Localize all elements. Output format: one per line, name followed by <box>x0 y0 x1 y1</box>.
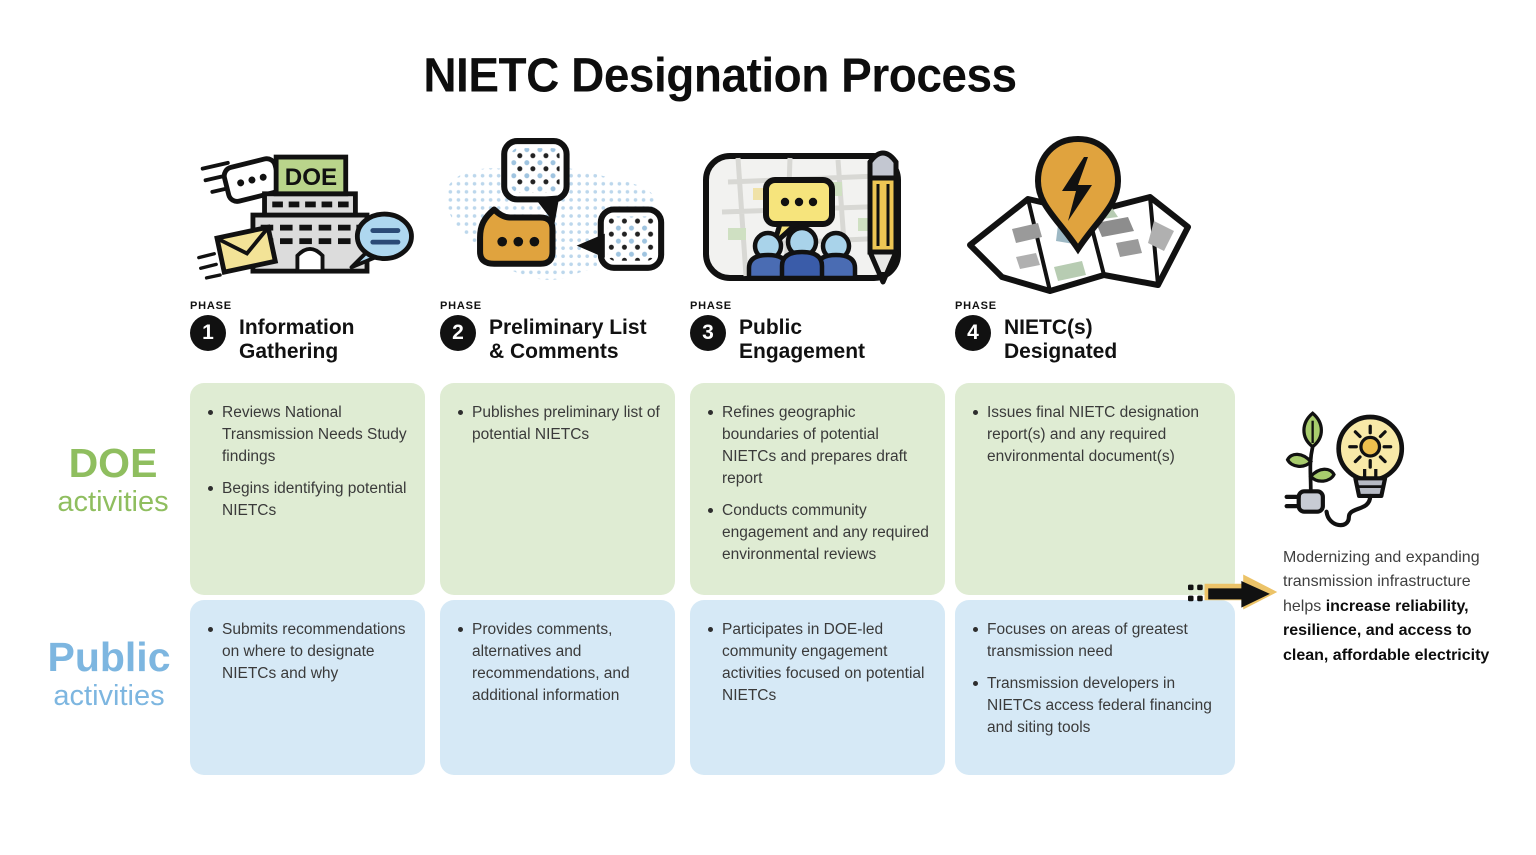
public-label-bold: Public <box>47 634 171 680</box>
doe-bullets-phase-4: Issues final NIETC designation report(s)… <box>955 383 1235 468</box>
bullet-item: Provides comments, alternatives and reco… <box>456 619 663 707</box>
doe-bullets-phase-3: Refines geographic boundaries of potenti… <box>690 383 945 566</box>
map-pin-lightning-icon <box>958 133 1198 298</box>
phase-1-header: PHASE 1 Information Gathering <box>190 300 425 364</box>
clean-electricity-icon <box>1282 400 1412 538</box>
phase-label: PHASE <box>190 300 232 312</box>
phase-2-header: PHASE 2 Preliminary List & Comments <box>440 300 675 364</box>
outcome-text-regular: Modernizing and expanding transmission i… <box>1283 549 1480 615</box>
bullet-item: Submits recommendations on where to desi… <box>206 619 413 685</box>
outcome-text: Modernizing and expanding transmission i… <box>1283 546 1497 668</box>
bullet-item: Publishes preliminary list of potential … <box>456 402 663 446</box>
doe-box-phase-4: Issues final NIETC designation report(s)… <box>955 383 1235 595</box>
phase-4-number-badge: 4 <box>955 315 991 351</box>
doe-label-regular: activities <box>57 486 169 518</box>
phase-label: PHASE <box>955 300 997 312</box>
bullet-item: Transmission developers in NIETCs access… <box>971 673 1223 739</box>
phase-4-header: PHASE 4 NIETC(s) Designated <box>955 300 1235 364</box>
community-map-icon <box>697 142 919 292</box>
phase-2-title: Preliminary List & Comments <box>489 316 647 364</box>
public-box-phase-4: Focuses on areas of greatest transmissio… <box>955 600 1235 775</box>
phase-2-number-badge: 2 <box>440 315 476 351</box>
doe-box-phase-2: Publishes preliminary list of potential … <box>440 383 675 595</box>
bullet-item: Begins identifying potential NIETCs <box>206 478 413 522</box>
bullet-item: Reviews National Transmission Needs Stud… <box>206 402 413 468</box>
doe-box-phase-1: Reviews National Transmission Needs Stud… <box>190 383 425 595</box>
public-box-phase-3: Participates in DOE-led community engage… <box>690 600 945 775</box>
bullet-item: Issues final NIETC designation report(s)… <box>971 402 1223 468</box>
phase-3-header: PHASE 3 Public Engagement <box>690 300 945 364</box>
svg-text:DOE: DOE <box>285 164 337 191</box>
bullet-item: Conducts community engagement and any re… <box>706 500 933 566</box>
public-bullets-phase-1: Submits recommendations on where to desi… <box>190 600 425 685</box>
bullet-item: Participates in DOE-led community engage… <box>706 619 933 707</box>
phase-3-number-badge: 3 <box>690 315 726 351</box>
public-bullets-phase-2: Provides comments, alternatives and reco… <box>440 600 675 707</box>
right-arrow-icon <box>1188 570 1280 614</box>
us-map-comments-icon <box>430 133 675 299</box>
phase-label: PHASE <box>440 300 482 312</box>
phase-1-title: Information Gathering <box>239 316 355 364</box>
doe-building-icon: DOE <box>193 138 425 296</box>
doe-bullets-phase-2: Publishes preliminary list of potential … <box>440 383 675 446</box>
public-box-phase-1: Submits recommendations on where to desi… <box>190 600 425 775</box>
doe-activities-label: DOE activities <box>38 443 188 517</box>
doe-bullets-phase-1: Reviews National Transmission Needs Stud… <box>190 383 425 522</box>
public-label-regular: activities <box>53 680 165 712</box>
page-title: NIETC Designation Process <box>423 47 1017 103</box>
public-bullets-phase-3: Participates in DOE-led community engage… <box>690 600 945 707</box>
doe-label-bold: DOE <box>68 440 158 486</box>
public-activities-label: Public activities <box>30 637 188 711</box>
outcome-text-bold: increase reliability, resilience, and ac… <box>1283 597 1490 664</box>
phase-1-number-badge: 1 <box>190 315 226 351</box>
phase-4-title: NIETC(s) Designated <box>1004 316 1118 364</box>
public-box-phase-2: Provides comments, alternatives and reco… <box>440 600 675 775</box>
phase-label: PHASE <box>690 300 732 312</box>
phase-3-title: Public Engagement <box>739 316 866 364</box>
doe-box-phase-3: Refines geographic boundaries of potenti… <box>690 383 945 595</box>
bullet-item: Refines geographic boundaries of potenti… <box>706 402 933 490</box>
public-bullets-phase-4: Focuses on areas of greatest transmissio… <box>955 600 1235 739</box>
bullet-item: Focuses on areas of greatest transmissio… <box>971 619 1223 663</box>
